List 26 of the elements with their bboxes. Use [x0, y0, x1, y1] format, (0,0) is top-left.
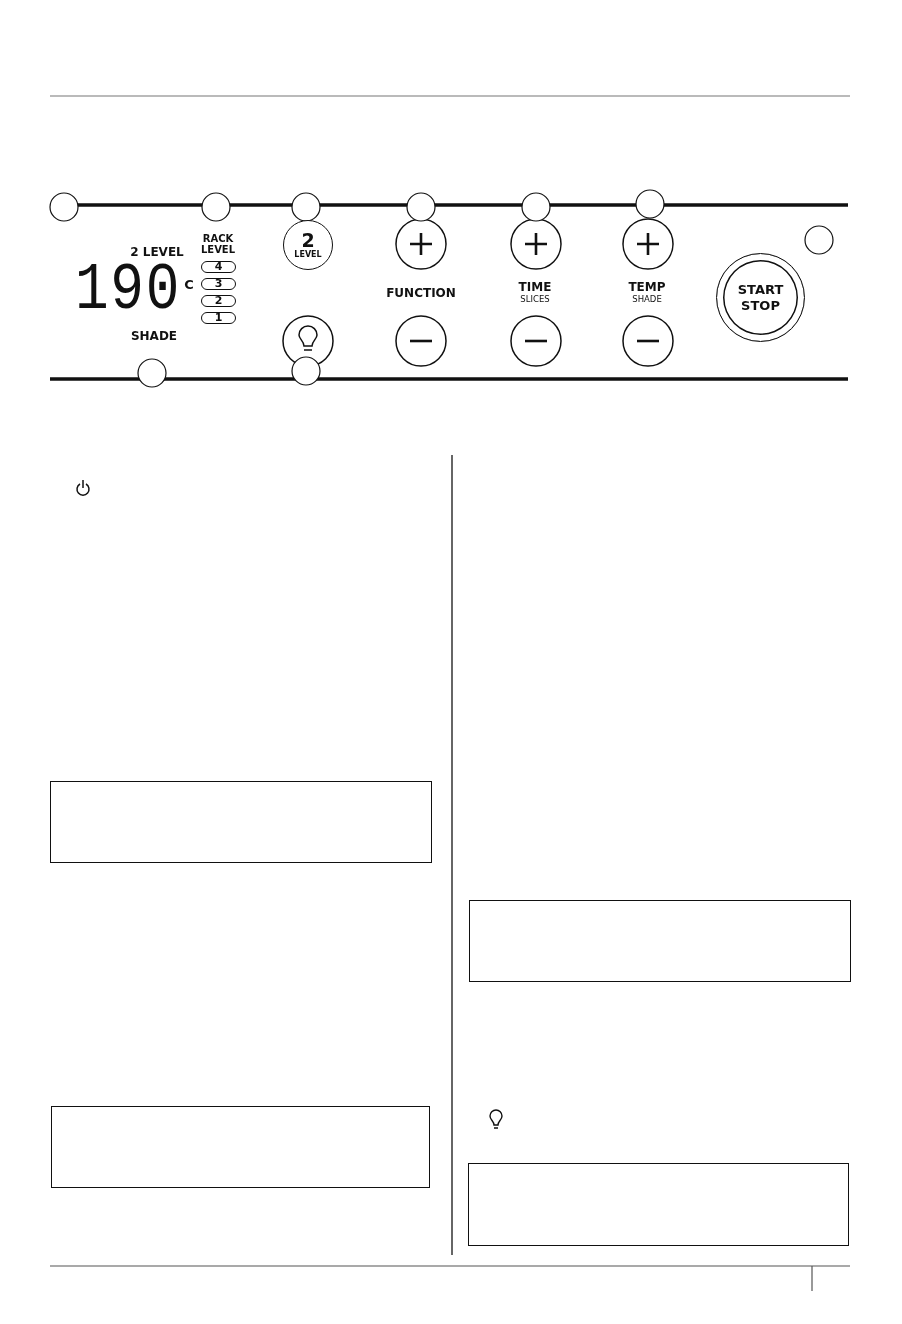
rack-level-indicator [201, 312, 236, 324]
button-label: TEMP [628, 281, 666, 293]
rack-number: 4 [214, 261, 223, 273]
unit-label: C [184, 278, 194, 291]
button-label: TIME [518, 281, 552, 293]
button-label: FUNCTION [386, 287, 456, 299]
button-text: 2 [301, 230, 315, 251]
button-sublabel: SLICES [520, 295, 550, 304]
note-box [468, 1163, 849, 1246]
level-button [283, 220, 333, 270]
rack-level-heading: RACK LEVEL [199, 234, 237, 255]
button-text: LEVEL [294, 250, 322, 260]
button-sublabel: SHADE [632, 295, 662, 304]
note-box [469, 900, 851, 982]
button-text: START STOP [736, 281, 785, 314]
rack-level-indicator [201, 278, 236, 290]
rack-level-indicator [201, 295, 236, 307]
display-digits: 190 [74, 258, 182, 324]
note-box [50, 781, 432, 863]
display-label: SHADE [130, 330, 178, 342]
display-label: 2 LEVEL [130, 246, 184, 258]
rack-level-indicator [201, 261, 236, 273]
note-box [51, 1106, 430, 1188]
rack-number: 3 [214, 278, 223, 290]
rack-number: 1 [214, 312, 223, 324]
rack-number: 2 [214, 295, 223, 307]
